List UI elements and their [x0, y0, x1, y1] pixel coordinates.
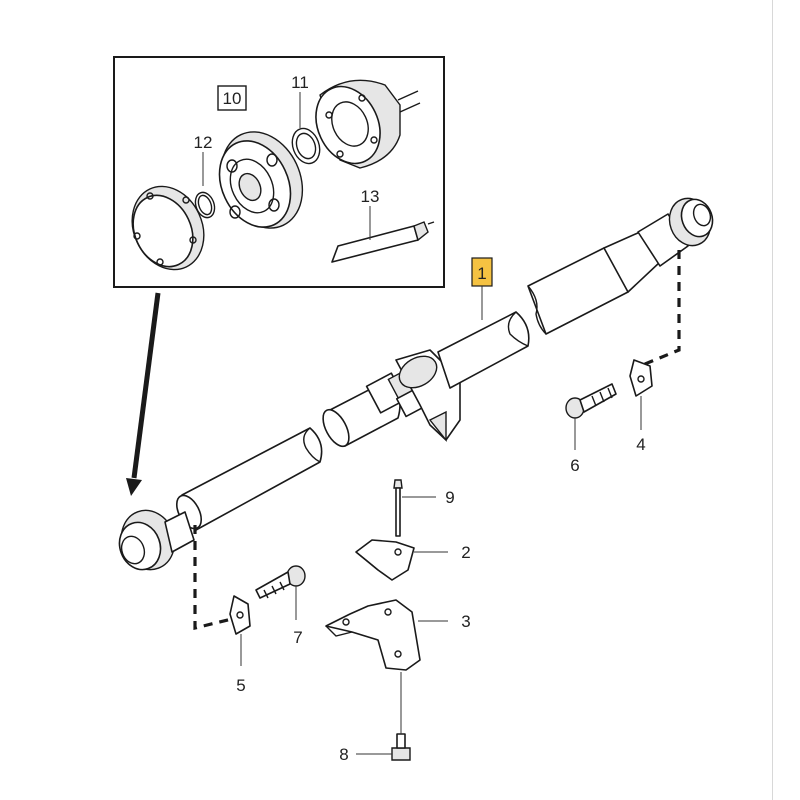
bolt-8	[391, 733, 411, 761]
callout-3: 3	[461, 612, 470, 631]
grease-tube-13	[331, 221, 435, 263]
rear-mount-dashline	[639, 250, 681, 368]
callout-12: 12	[194, 133, 213, 152]
propeller-shaft	[118, 197, 714, 571]
callout-10-box	[217, 85, 247, 111]
detail-inset: 10 12	[113, 56, 445, 288]
rear-tube-a	[437, 311, 530, 389]
callout-10: 10	[223, 89, 242, 108]
callout-5: 5	[236, 676, 245, 695]
bolt-9	[393, 479, 403, 537]
flange-disc	[131, 185, 205, 271]
bracket-5	[229, 595, 251, 635]
front-tube	[181, 427, 323, 531]
bracket-3	[325, 599, 421, 671]
front-mount-dashline	[193, 525, 237, 631]
bracket-4	[629, 359, 653, 397]
callout-7: 7	[293, 628, 302, 647]
detail-arrow	[126, 292, 161, 496]
circlip-12	[194, 191, 216, 219]
flange-housing	[315, 79, 421, 169]
ring-11	[291, 127, 321, 165]
bolt-7	[255, 565, 306, 599]
front-flange	[118, 509, 195, 571]
callout-6: 6	[570, 456, 579, 475]
cv-joint	[218, 131, 304, 229]
callout-13: 13	[361, 187, 380, 206]
page-edge-rule	[772, 0, 773, 800]
rear-flange	[637, 197, 714, 267]
callout-1: 1	[477, 264, 486, 283]
bracket-2	[355, 539, 415, 581]
callout-2: 2	[461, 543, 470, 562]
callout-8: 8	[339, 745, 348, 764]
callout-11: 11	[291, 73, 309, 92]
callout-4: 4	[636, 435, 645, 454]
bolt-6	[565, 383, 617, 419]
callout-9: 9	[445, 488, 454, 507]
